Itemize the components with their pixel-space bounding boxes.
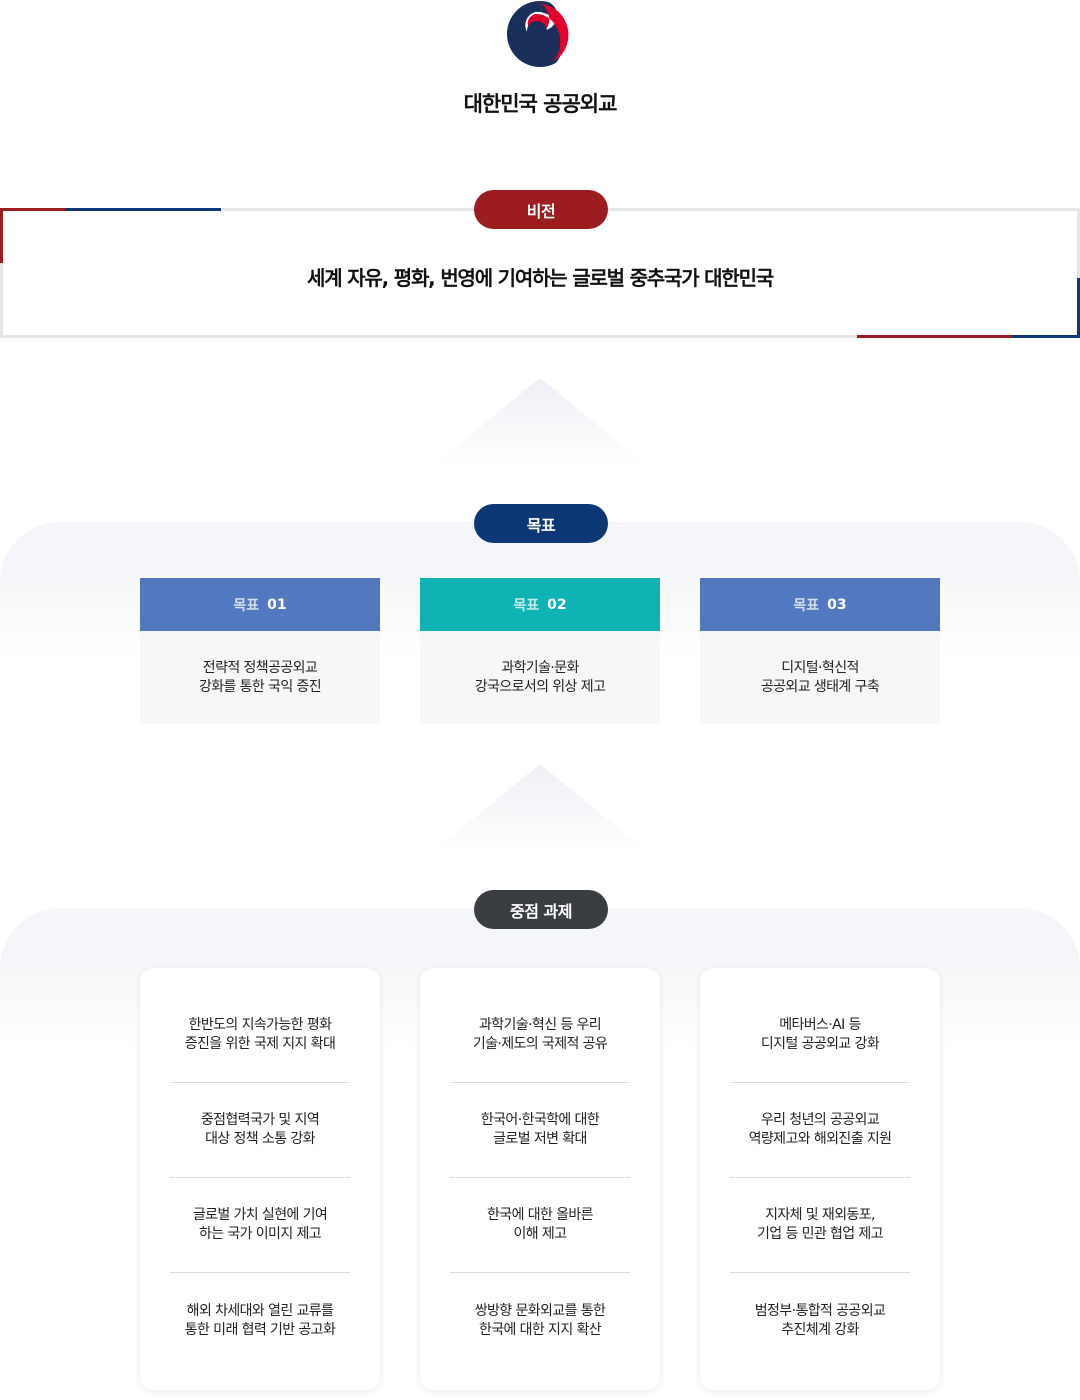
task-item: 메타버스·AI 등 디지털 공공외교 강화 [730, 988, 910, 1083]
task-item: 글로벌 가치 실현에 기여 하는 국가 이미지 제고 [170, 1178, 350, 1273]
task-item: 지자체 및 재외동포, 기업 등 민관 협업 제고 [730, 1178, 910, 1273]
task-item: 과학기술·혁신 등 우리 기술·제도의 국제적 공유 [450, 988, 630, 1083]
vision-box [0, 208, 1080, 338]
page-title: 대한민국 공공외교 [463, 92, 618, 116]
goal-number: 02 [547, 596, 567, 613]
task-item: 한국어·한국학에 대한 글로벌 저변 확대 [450, 1083, 630, 1178]
task-item: 중점협력국가 및 지역 대상 정책 소통 강화 [170, 1083, 350, 1178]
task-item: 한국에 대한 올바른 이해 제고 [450, 1178, 630, 1273]
goal-text: 과학기술·문화 강국으로서의 위상 제고 [420, 631, 660, 724]
task-card: 한반도의 지속가능한 평화 증진을 위한 국제 지지 확대 중점협력국가 및 지… [140, 968, 380, 1390]
goal-card: 목표 01 전략적 정책공공외교 강화를 통한 국익 증진 [140, 578, 380, 724]
goal-text: 디지털·혁신적 공공외교 생태계 구축 [700, 631, 940, 724]
goal-tag: 목표 [233, 597, 260, 614]
goal-card: 목표 03 디지털·혁신적 공공외교 생태계 구축 [700, 578, 940, 724]
taegeuk-logo-icon [507, 0, 575, 67]
goal-text: 전략적 정책공공외교 강화를 통한 국익 증진 [140, 631, 380, 724]
vision-statement: 세계 자유, 평화, 번영에 기여하는 글로벌 중추국가 대한민국 [307, 266, 774, 290]
vision-label: 비전 [474, 190, 608, 229]
goals-label: 목표 [474, 504, 608, 543]
task-item: 범정부·통합적 공공외교 추진체계 강화 [754, 1302, 886, 1338]
tasks-label: 중점 과제 [474, 890, 608, 929]
task-card: 과학기술·혁신 등 우리 기술·제도의 국제적 공유 한국어·한국학에 대한 글… [420, 968, 660, 1390]
goal-number: 01 [267, 596, 287, 613]
task-item: 쌍방향 문화외교를 통한 한국에 대한 지지 확산 [474, 1302, 606, 1338]
arrow-up-icon [430, 378, 650, 468]
goal-number: 03 [827, 596, 847, 613]
task-item: 해외 차세대와 열린 교류를 통한 미래 협력 기반 공고화 [184, 1302, 336, 1338]
task-item: 우리 청년의 공공외교 역량제고와 해외진출 지원 [730, 1083, 910, 1178]
arrow-up-icon [430, 764, 650, 854]
goal-tag: 목표 [513, 597, 540, 614]
goal-tag: 목표 [793, 597, 820, 614]
task-card: 메타버스·AI 등 디지털 공공외교 강화 우리 청년의 공공외교 역량제고와 … [700, 968, 940, 1390]
task-item: 한반도의 지속가능한 평화 증진을 위한 국제 지지 확대 [170, 988, 350, 1083]
goal-card: 목표 02 과학기술·문화 강국으로서의 위상 제고 [420, 578, 660, 724]
